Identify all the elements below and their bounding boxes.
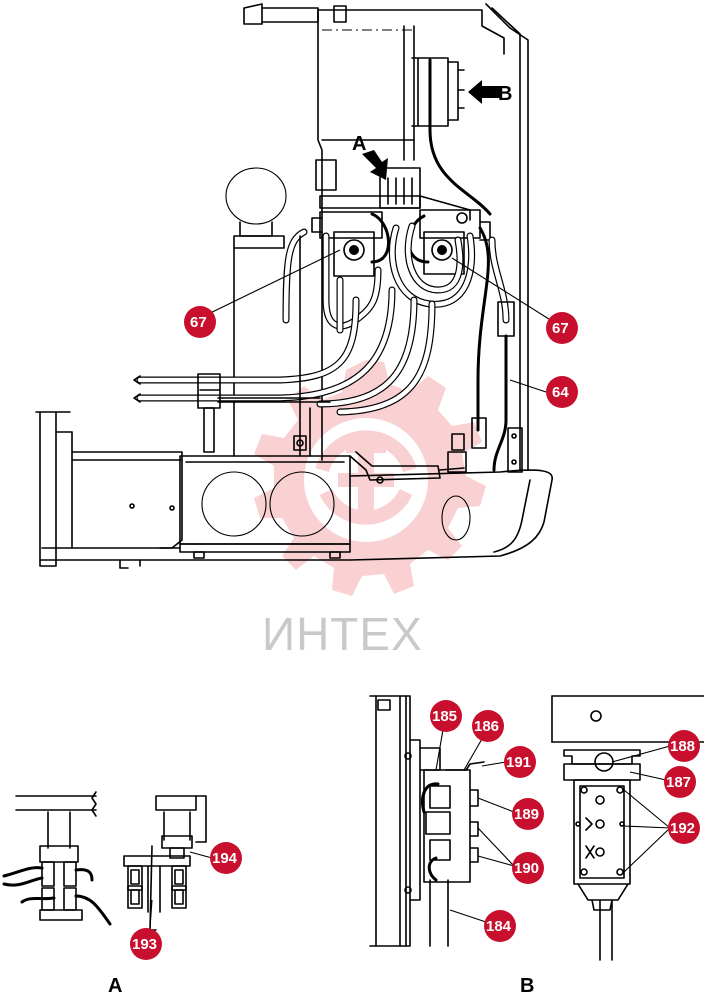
- callout-191: 191: [504, 746, 536, 778]
- view-b-marker: B: [498, 83, 512, 105]
- callout-189: 189: [512, 798, 544, 830]
- callout-188: 188: [668, 730, 700, 762]
- callout-186: 186: [472, 710, 504, 742]
- svg-text:194: 194: [212, 850, 238, 867]
- main-assembly-drawing: B A: [35, 3, 553, 569]
- svg-text:187: 187: [666, 774, 691, 791]
- svg-text:191: 191: [506, 754, 531, 771]
- svg-text:64: 64: [552, 384, 569, 401]
- svg-text:192: 192: [670, 820, 695, 837]
- view-a-marker: A: [352, 133, 366, 155]
- svg-text:186: 186: [474, 718, 499, 735]
- callout-194: 194: [210, 842, 242, 874]
- callout-67-left: 67: [184, 306, 216, 338]
- svg-text:185: 185: [432, 708, 457, 725]
- svg-text:193: 193: [132, 936, 157, 953]
- svg-text:67: 67: [190, 314, 207, 331]
- svg-text:188: 188: [670, 738, 695, 755]
- view-b-caption: B: [520, 975, 534, 997]
- svg-text:189: 189: [514, 806, 539, 823]
- view-b-drawing: [369, 695, 704, 961]
- callout-190: 190: [512, 852, 544, 884]
- svg-text:184: 184: [486, 918, 512, 935]
- callout-192: 192: [668, 812, 700, 844]
- callout-187: 187: [664, 766, 696, 798]
- callout-67-right: 67: [546, 312, 578, 344]
- watermark-text: ИНТЕХ: [262, 608, 423, 660]
- svg-text:190: 190: [514, 860, 539, 877]
- svg-text:67: 67: [552, 320, 569, 337]
- view-a-caption: A: [108, 975, 122, 997]
- callout-64: 64: [546, 376, 578, 408]
- view-a-drawing: [2, 791, 207, 931]
- callout-185: 185: [430, 700, 462, 732]
- callout-184: 184: [484, 910, 516, 942]
- callout-193: 193: [130, 928, 162, 960]
